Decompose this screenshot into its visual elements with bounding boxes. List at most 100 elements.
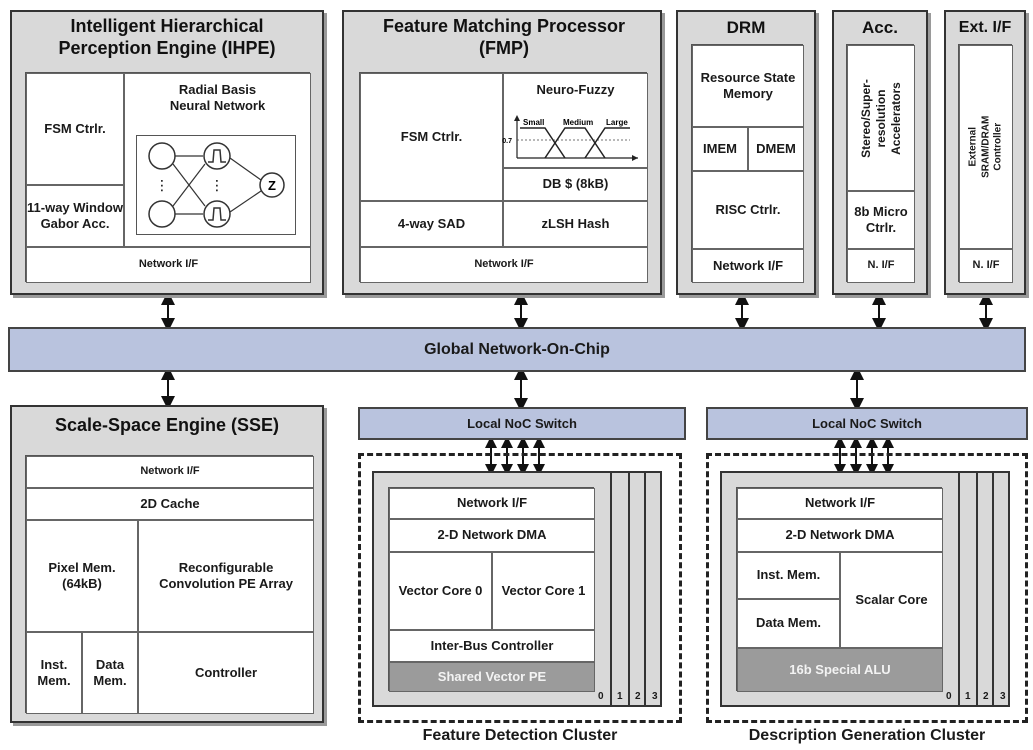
rbnn-dots: ⋮: [210, 178, 224, 194]
sse-2d-cache: 2D Cache: [26, 488, 314, 520]
rbf-glyph: [208, 149, 226, 163]
ihpe-fsm-ctrlr: FSM Ctrlr.: [26, 73, 124, 185]
dgc-index-2: 2: [983, 691, 989, 702]
ihpe-title: Intelligent Hierarchical Perception Engi…: [58, 16, 276, 58]
sse-inner: Network I/F 2D Cache Pixel Mem. (64kB) R…: [25, 455, 314, 714]
fuzzy-label-small: Small: [523, 118, 544, 127]
fdc-shared-vector-pe: Shared Vector PE: [389, 662, 595, 692]
acc-micro-ctrlr: 8b Micro Ctrlr.: [847, 191, 915, 249]
rbnn-output-label: Z: [268, 178, 276, 193]
fuzzy-small: [520, 127, 566, 159]
drm-risc-ctrlr: RISC Ctrlr.: [692, 171, 804, 249]
acc-inner: Stereo/Super-resolution Accelerators 8b …: [846, 44, 915, 283]
drm-resource-state-memory: Resource State Memory: [692, 45, 804, 127]
sse-data-mem: Data Mem.: [82, 632, 138, 714]
ext-title: Ext. I/F: [958, 19, 1012, 36]
fdc-2d-dma: 2-D Network DMA: [389, 519, 595, 552]
dgc-local-noc-switch: Local NoC Switch: [706, 407, 1028, 440]
fmp-db-cache: DB $ (8kB): [503, 168, 648, 201]
rbnn-dots: ⋮: [155, 178, 169, 194]
fmp-fsm-ctrlr: FSM Ctrlr.: [360, 73, 503, 201]
fmp-block: Feature Matching Processor (FMP) FSM Ctr…: [342, 10, 662, 295]
ihpe-block: Intelligent Hierarchical Perception Engi…: [10, 10, 324, 295]
fdc-stack: Network I/F 2-D Network DMA Vector Core …: [372, 471, 662, 709]
acc-network-if: N. I/F: [847, 249, 915, 283]
dgc-caption: Description Generation Cluster: [748, 727, 986, 744]
drm-network-if: Network I/F: [692, 249, 804, 283]
fdc-vector-core-1: Vector Core 1: [492, 552, 595, 630]
ihpe-network-if: Network I/F: [26, 247, 311, 283]
rbnn-output-node: [259, 172, 285, 198]
fdc-network-if: Network I/F: [389, 488, 595, 519]
drm-block: DRM Resource State Memory IMEM DMEM RISC…: [676, 10, 816, 295]
dgc-dashed-boundary: [706, 453, 1028, 723]
fdc-index-3: 3: [652, 691, 658, 702]
sse-pixel-mem: Pixel Mem. (64kB): [26, 520, 138, 632]
ihpe-gabor: 11-way Window Gabor Acc.: [26, 185, 124, 247]
drm-inner: Resource State Memory IMEM DMEM RISC Ctr…: [691, 44, 804, 283]
ext-network-if: N. I/F: [959, 249, 1013, 283]
rbnn-edge: [172, 163, 206, 207]
fuzzy-label-large: Large: [606, 118, 628, 127]
dgc-special-alu: 16b Special ALU: [737, 648, 943, 692]
rbnn-input-node: [148, 142, 176, 170]
ext-block: Ext. I/F External SRAM/DRAM Controller N…: [944, 10, 1026, 295]
dgc-scalar-core: Scalar Core: [840, 552, 943, 648]
drm-imem: IMEM: [692, 127, 748, 171]
dgc-index-1: 1: [965, 691, 971, 702]
fdc-local-noc-switch: Local NoC Switch: [358, 407, 686, 440]
fdc-index-1: 1: [617, 691, 623, 702]
dgc-stack: Network I/F 2-D Network DMA Inst. Mem. D…: [720, 471, 1010, 709]
fdc-core-inner: Network I/F 2-D Network DMA Vector Core …: [388, 487, 595, 692]
sse-title: Scale-Space Engine (SSE): [54, 415, 280, 435]
fdc-dashed-boundary: [358, 453, 682, 723]
sse-controller: Controller: [138, 632, 314, 714]
sse-inst-mem: Inst. Mem.: [26, 632, 82, 714]
ihpe-inner: FSM Ctrlr. 11-way Window Gabor Acc. Radi…: [25, 72, 311, 283]
dgc-index-3: 3: [1000, 691, 1006, 702]
rbnn-edge: [229, 157, 262, 181]
rbnn-diagram: Z ⋮ ⋮: [136, 135, 296, 235]
fdc-layer-0: Network I/F 2-D Network DMA Vector Core …: [372, 471, 612, 707]
acc-title: Acc.: [862, 18, 898, 37]
fuzzy-label-medium: Medium: [563, 118, 593, 127]
dgc-index-0: 0: [946, 691, 952, 702]
acc-block: Acc. Stereo/Super-resolution Accelerator…: [832, 10, 928, 295]
acc-stereo-label: Stereo/Super-resolution Accelerators: [858, 78, 903, 158]
sse-conv-pe-array: Reconfigurable Convolution PE Array: [138, 520, 314, 632]
fdc-caption: Feature Detection Cluster: [422, 727, 618, 744]
dgc-inst-mem: Inst. Mem.: [737, 552, 840, 599]
fmp-sad: 4-way SAD: [360, 201, 503, 247]
ext-controller-label: External SRAM/DRAM Controller: [967, 115, 1004, 179]
fmp-inner: FSM Ctrlr. Neuro-Fuzzy 0.7 Small Medium …: [359, 72, 648, 283]
dgc-network-if: Network I/F: [737, 488, 943, 519]
fmp-network-if: Network I/F: [360, 247, 648, 283]
fmp-neuro-fuzzy-cell: Neuro-Fuzzy: [503, 73, 648, 168]
fdc-vector-core-0: Vector Core 0: [389, 552, 492, 630]
fdc-index-0: 0: [598, 691, 604, 702]
fuzzy-large: [584, 127, 630, 159]
fmp-hash: zLSH Hash: [503, 201, 648, 247]
acc-stereo-cell: [847, 45, 915, 191]
global-noc-bar: Global Network-On-Chip: [8, 327, 1026, 372]
fdc-index-2: 2: [635, 691, 641, 702]
fmp-title: Feature Matching Processor (FMP): [382, 16, 626, 58]
ihpe-rbnn-label: Radial Basis Neural Network: [169, 82, 266, 114]
rbf-glyph: [208, 207, 226, 221]
sse-network-if: Network I/F: [26, 456, 314, 488]
dgc-core-inner: Network I/F 2-D Network DMA Inst. Mem. D…: [736, 487, 943, 692]
rbnn-hidden-node: [203, 200, 231, 228]
dgc-data-mem: Data Mem.: [737, 599, 840, 648]
fuzzy-medium: [544, 127, 606, 159]
dgc-2d-dma: 2-D Network DMA: [737, 519, 943, 552]
ext-inner: External SRAM/DRAM Controller N. I/F: [958, 44, 1013, 283]
fuzzy-chart: 0.7 Small Medium Large: [502, 115, 638, 161]
sse-block: Scale-Space Engine (SSE) Network I/F 2D …: [10, 405, 324, 723]
drm-dmem: DMEM: [748, 127, 804, 171]
fuzzy-threshold: 0.7: [502, 138, 512, 145]
drm-title: DRM: [726, 18, 766, 37]
fdc-inter-bus-controller: Inter-Bus Controller: [389, 630, 595, 662]
rbnn-input-node: [148, 200, 176, 228]
rbnn-svg: Z ⋮ ⋮: [148, 142, 285, 228]
